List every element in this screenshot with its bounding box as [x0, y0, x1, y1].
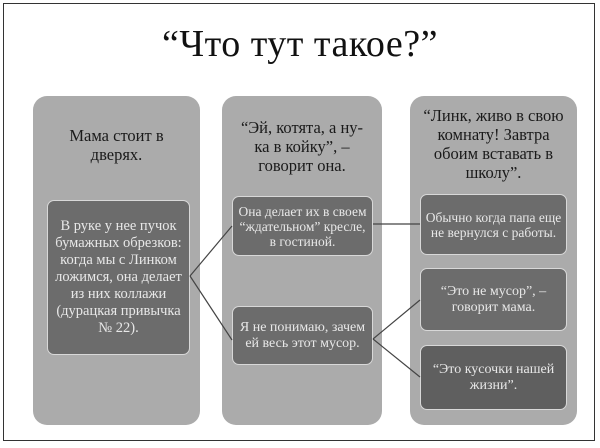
box-right-pieces: “Это кусочки нашей жизни”.: [420, 345, 567, 410]
panel-right-heading: “Линк, живо в свою комнату! Завтра обоим…: [423, 106, 564, 182]
box-left-collages: В руке у нее пучок бумажных обрезков: ко…: [47, 200, 190, 355]
box-right-not-trash: “Это не мусор”, – говорит мама.: [420, 268, 567, 331]
panel-middle-heading: “Эй, котята, а ну-ка в койку”, – говорит…: [240, 118, 364, 175]
panel-middle: “Эй, котята, а ну-ка в койку”, – говорит…: [222, 96, 382, 425]
box-middle-trash: Я не понимаю, зачем ей весь этот мусор.: [232, 306, 373, 365]
panel-left-heading: Мама стоит в дверях.: [69, 126, 164, 164]
box-right-dad: Обычно когда папа еще не вернулся с рабо…: [420, 194, 567, 255]
slide-title: “Что тут такое?”: [162, 23, 438, 65]
box-middle-armchair: Она делает их в своем “ждательном” кресл…: [232, 196, 373, 256]
